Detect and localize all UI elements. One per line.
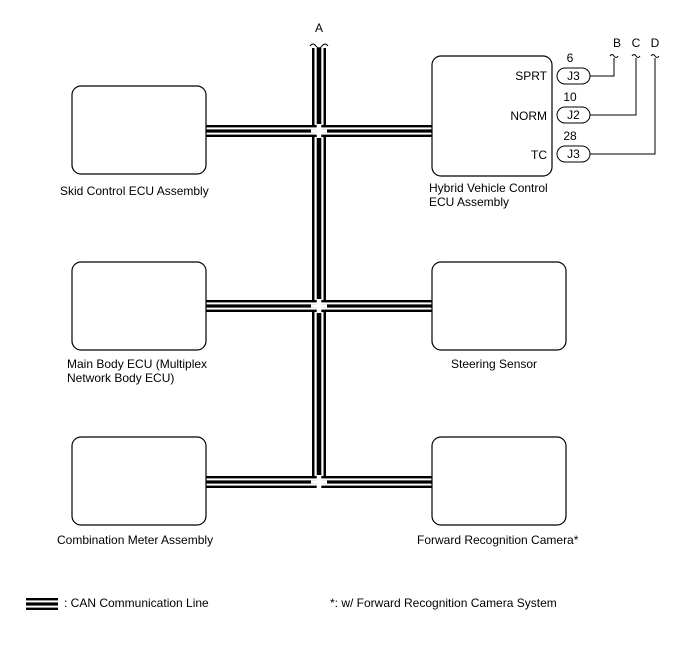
main-body-ecu-label-line2: Network Body ECU) <box>67 371 174 385</box>
terminal-label-a: A <box>315 21 323 35</box>
steering-sensor-box <box>431 261 567 351</box>
terminal-label-c: C <box>632 36 641 50</box>
signal-wires <box>590 54 660 155</box>
pin-signal-norm: NORM <box>510 109 547 123</box>
combination-meter-label: Combination Meter Assembly <box>57 533 213 547</box>
pin-number-tc: 28 <box>563 129 577 143</box>
connector-label-sprt: J3 <box>567 69 580 83</box>
legend-can-line-label: : CAN Communication Line <box>64 596 209 610</box>
legend-can-line-symbol <box>26 598 58 610</box>
hybrid-ecu-label-line2: ECU Assembly <box>429 195 509 209</box>
skid-control-ecu-label: Skid Control ECU Assembly <box>60 184 209 198</box>
main-body-ecu-box <box>71 261 207 351</box>
pin-number-sprt: 6 <box>567 51 574 65</box>
terminal-label-b: B <box>613 36 621 50</box>
skid-control-ecu-box <box>71 85 207 175</box>
connector-label-tc: J3 <box>567 147 580 161</box>
combination-meter-box <box>71 436 207 526</box>
forward-camera-label: Forward Recognition Camera* <box>417 533 579 547</box>
break-mark-a <box>309 43 329 49</box>
pin-signal-tc: TC <box>531 148 547 162</box>
forward-camera-box <box>431 436 567 526</box>
pin-signal-sprt: SPRT <box>515 69 547 83</box>
hybrid-ecu-label-line1: Hybrid Vehicle Control <box>429 181 548 195</box>
main-body-ecu-label-line1: Main Body ECU (Multiplex <box>67 357 207 371</box>
connector-label-norm: J2 <box>567 108 580 122</box>
hybrid-vehicle-ecu-box <box>431 55 553 177</box>
footnote: *: w/ Forward Recognition Camera System <box>330 596 557 610</box>
terminal-label-d: D <box>651 36 660 50</box>
pin-number-norm: 10 <box>563 90 577 104</box>
junction-gaps <box>311 124 327 489</box>
can-trunk <box>312 48 326 482</box>
steering-sensor-label: Steering Sensor <box>451 357 537 371</box>
